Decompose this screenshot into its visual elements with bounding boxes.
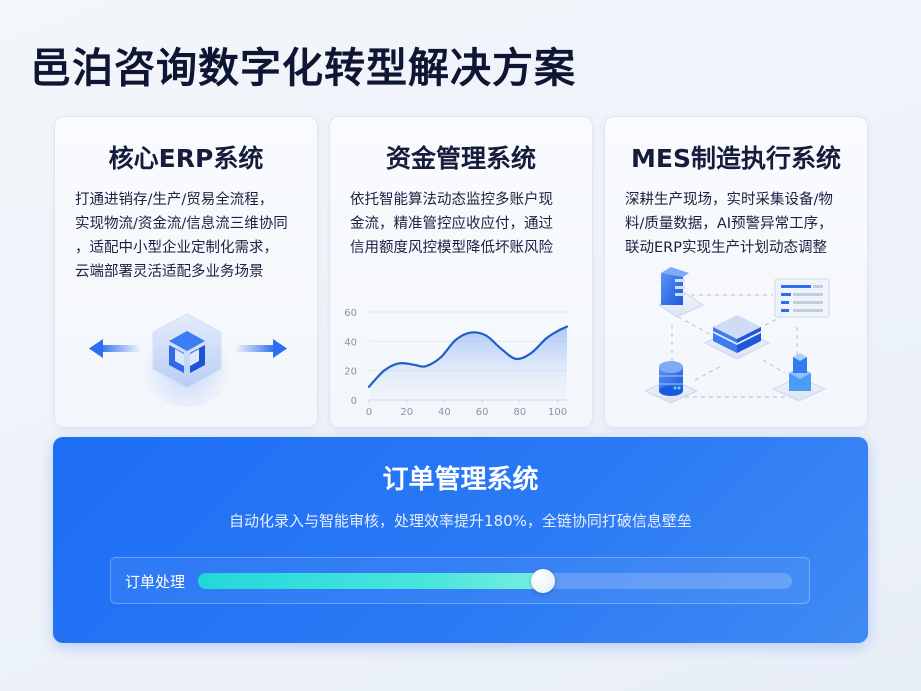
card-mes[interactable]: MES制造执行系统 深耕生产现场，实时采集设备/物 料/质量数据，AI预警异常工… bbox=[604, 116, 868, 428]
arrow-right-icon bbox=[235, 339, 287, 358]
card-description: 打通进销存/生产/贸易全流程， 实现物流/资金流/信息流三维协同 ，适配中小型企… bbox=[75, 192, 288, 280]
card-description: 深耕生产现场，实时采集设备/物 料/质量数据，AI预警异常工序， 联动ERP实现… bbox=[625, 192, 833, 256]
chip-cube-icon bbox=[771, 353, 827, 402]
order-panel-description: 自动化录入与智能审核，处理效率提升180%，全链协同打破信息壁垒 bbox=[229, 512, 692, 530]
server-icon bbox=[657, 267, 705, 318]
svg-text:60: 60 bbox=[344, 308, 357, 319]
svg-text:40: 40 bbox=[438, 407, 451, 418]
mes-network-illustration bbox=[605, 265, 867, 427]
order-processing-slider-container: 订单处理 bbox=[110, 557, 810, 604]
svg-text:40: 40 bbox=[344, 337, 357, 348]
svg-text:100: 100 bbox=[548, 407, 567, 418]
card-title: 资金管理系统 bbox=[385, 144, 536, 173]
slider-fill bbox=[198, 573, 543, 589]
svg-text:20: 20 bbox=[344, 367, 357, 378]
slider-label: 订单处理 bbox=[125, 573, 186, 591]
erp-illustration bbox=[55, 297, 317, 427]
database-icon bbox=[643, 361, 699, 404]
order-panel-title: 订单管理系统 bbox=[382, 465, 539, 495]
svg-text:80: 80 bbox=[513, 407, 526, 418]
dashboard-panel-icon bbox=[774, 278, 830, 318]
svg-text:60: 60 bbox=[476, 407, 489, 418]
slider-thumb[interactable] bbox=[530, 569, 555, 593]
card-title: 核心ERP系统 bbox=[108, 144, 264, 173]
card-erp[interactable]: 核心ERP系统 打通进销存/生产/贸易全流程， 实现物流/资金流/信息流三维协同… bbox=[54, 116, 318, 428]
svg-text:0: 0 bbox=[366, 407, 372, 418]
svg-text:20: 20 bbox=[400, 407, 413, 418]
card-title: MES制造执行系统 bbox=[631, 144, 841, 173]
central-stack-icon bbox=[703, 315, 771, 360]
arrow-left-icon bbox=[89, 339, 141, 358]
card-finance[interactable]: 资金管理系统 依托智能算法动态监控多账户现 金流，精准管控应收应付，通过 信用额… bbox=[329, 116, 593, 428]
cube-hexagon-icon bbox=[152, 313, 222, 389]
slider-track[interactable] bbox=[198, 569, 792, 593]
page-title: 邑泊咨询数字化转型解决方案 bbox=[30, 44, 576, 92]
cashflow-chart: 0 20 40 60 0 20 40 60 80 100 bbox=[330, 283, 592, 427]
card-description: 依托智能算法动态监控多账户现 金流，精准管控应收应付，通过 信用额度风控模型降低… bbox=[350, 192, 553, 256]
order-management-panel: 订单管理系统 自动化录入与智能审核，处理效率提升180%，全链协同打破信息壁垒 … bbox=[53, 437, 868, 643]
svg-text:0: 0 bbox=[351, 396, 357, 407]
